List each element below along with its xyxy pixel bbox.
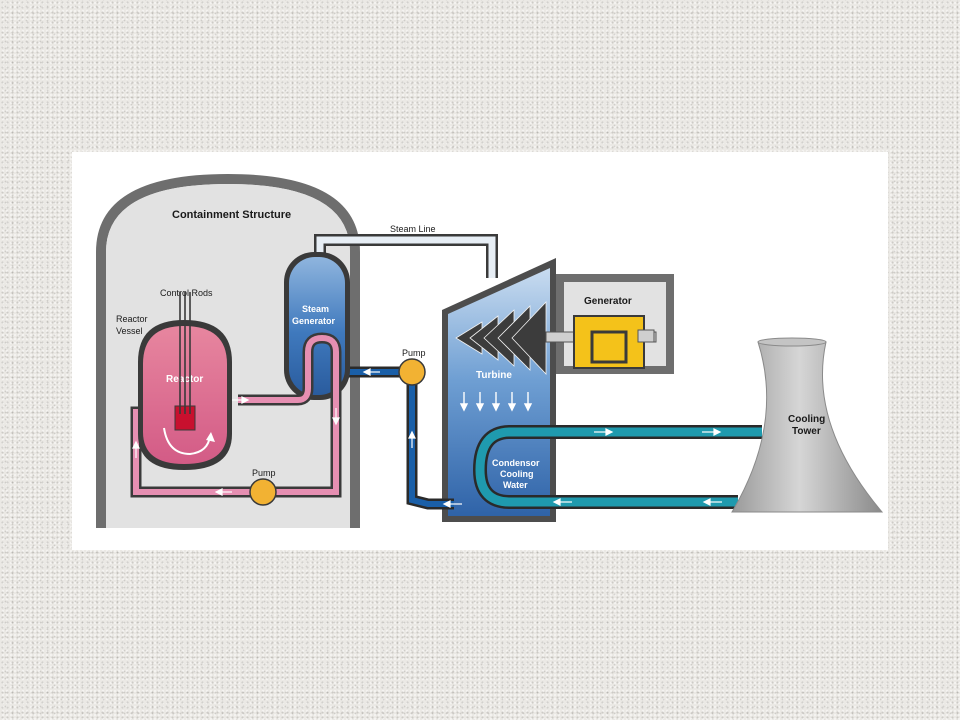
generator-unit <box>573 315 655 369</box>
reactor-circulation-arrow <box>163 427 211 456</box>
control-rods <box>179 292 191 414</box>
condensor-label-1: Condensor <box>492 458 540 468</box>
cooling-tower-label-1: Cooling <box>788 414 825 425</box>
containment-label: Containment Structure <box>172 209 291 221</box>
secondary-pump <box>398 358 426 386</box>
feedwater-line <box>344 366 454 510</box>
steam-line-label: Steam Line <box>390 224 436 234</box>
reactor-vessel-label-2: Vessel <box>116 326 143 336</box>
primary-flow-arrows <box>132 396 340 496</box>
cooling-tower <box>731 341 884 513</box>
turbine-blades <box>455 300 547 376</box>
condensor-label-2: Cooling <box>500 469 534 479</box>
control-rods-label: Control Rods <box>160 288 213 298</box>
primary-pump <box>249 478 277 506</box>
primary-pump-label: Pump <box>252 468 276 478</box>
diagram-panel: Containment Structure Steam Line Turbine… <box>72 152 888 550</box>
cooling-tower-label-2: Tower <box>792 426 821 437</box>
containment-structure <box>96 174 360 528</box>
steam-flow-arrows <box>459 392 533 412</box>
reactor-vessel-label-1: Reactor <box>116 314 148 324</box>
turbine-label: Turbine <box>476 370 512 381</box>
feedwater-flow-arrows <box>362 368 462 508</box>
steam-generator-label-1: Steam <box>302 304 329 314</box>
generator-label: Generator <box>584 296 632 307</box>
cooling-flow-arrows <box>552 428 722 506</box>
condensor-label-3: Water <box>503 480 528 490</box>
pwr-diagram: Containment Structure Steam Line Turbine… <box>96 174 884 528</box>
steam-generator-label-2: Generator <box>292 316 336 326</box>
secondary-pump-label: Pump <box>402 348 426 358</box>
